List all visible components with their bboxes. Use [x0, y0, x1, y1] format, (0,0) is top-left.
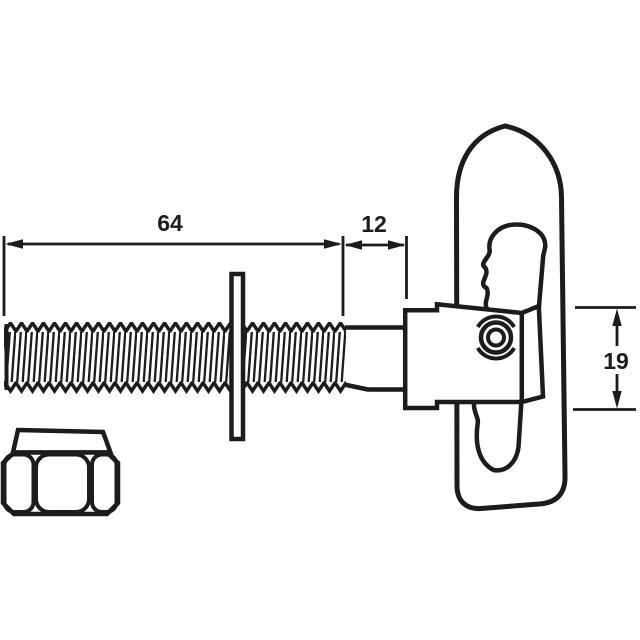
washer: [229, 271, 246, 442]
nut-facet-center: [34, 452, 91, 514]
nut-facet-left: [2, 452, 36, 514]
arrowhead-left-icon: [344, 240, 362, 250]
dimension-thread-length: 64: [2, 210, 345, 316]
pin-arc-top: [476, 314, 516, 329]
dimension-plain-length: 12: [344, 211, 408, 299]
nut-hex-outline: [0, 450, 121, 517]
dim-12-label: 12: [361, 211, 387, 237]
threaded-rod: [4, 319, 346, 395]
pin-arc-bottom: [476, 346, 516, 361]
pin-inner-circle: [486, 327, 506, 348]
arrowhead-right-icon: [324, 239, 342, 249]
arrowhead-down-icon: [612, 391, 622, 409]
arrowhead-right-icon: [388, 240, 406, 250]
arrowhead-left-icon: [5, 239, 23, 249]
thread-pattern: [4, 319, 346, 395]
nut-insert-cap: [10, 427, 114, 455]
dimension-body-height: 19: [573, 306, 636, 411]
dim-64-label: 64: [157, 210, 183, 236]
dim-19-label: 19: [603, 348, 629, 374]
pivot-block: [402, 301, 546, 411]
handle-grip-upper: [480, 222, 548, 314]
lock-nut: [0, 427, 121, 517]
nut-facet-right: [90, 452, 119, 514]
shank-bottom-edge: [343, 382, 406, 392]
plain-shank: [343, 325, 406, 392]
arrowhead-up-icon: [612, 308, 622, 326]
pivot-pin: [476, 314, 516, 361]
handle-grip-lower: [471, 399, 524, 473]
